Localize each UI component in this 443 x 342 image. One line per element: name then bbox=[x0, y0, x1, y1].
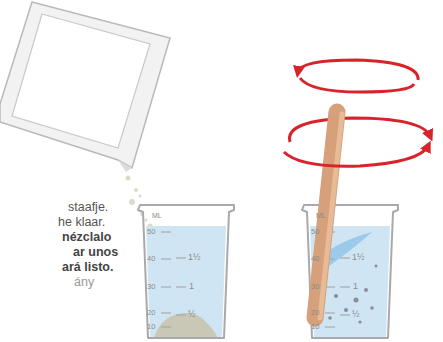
note-text: ará listo. bbox=[62, 261, 113, 274]
scale-fraction: ½ bbox=[188, 310, 196, 319]
scale-number: 10 bbox=[147, 323, 155, 331]
note-text: staafje. bbox=[68, 201, 108, 214]
rotation-arrow bbox=[300, 78, 414, 92]
note-text: ány bbox=[74, 276, 94, 289]
scale-fraction: 1½ bbox=[188, 253, 201, 262]
note-text: he klaar. bbox=[58, 216, 105, 229]
scale-number: 40 bbox=[311, 255, 319, 263]
scale-number: 30 bbox=[311, 283, 319, 291]
rotation-arrow bbox=[284, 146, 428, 166]
unit-label: ML bbox=[316, 212, 326, 219]
measuring-cup bbox=[138, 205, 234, 338]
scale-fraction: 1 bbox=[353, 282, 358, 291]
dissolving-powder bbox=[328, 265, 377, 324]
scale-number: 20 bbox=[311, 309, 319, 317]
unit-label: ML bbox=[152, 212, 162, 219]
scale-number: 20 bbox=[147, 309, 155, 317]
rotation-arrow bbox=[290, 118, 430, 142]
note-text: nézclalo bbox=[62, 231, 111, 244]
note-text: ar unos bbox=[73, 246, 118, 259]
rotation-arrow bbox=[298, 60, 418, 80]
scale-number: 50 bbox=[311, 228, 319, 236]
scale-fraction: 1 bbox=[189, 282, 194, 291]
powder-packet bbox=[0, 2, 170, 172]
scale-number: 10 bbox=[311, 323, 319, 331]
powder-pile bbox=[154, 313, 218, 338]
scale-number: 30 bbox=[147, 283, 155, 291]
scale-fraction: 1½ bbox=[352, 253, 365, 262]
scale-number: 50 bbox=[147, 228, 155, 236]
scale-fraction: ½ bbox=[352, 310, 360, 319]
scale-number: 40 bbox=[147, 255, 155, 263]
